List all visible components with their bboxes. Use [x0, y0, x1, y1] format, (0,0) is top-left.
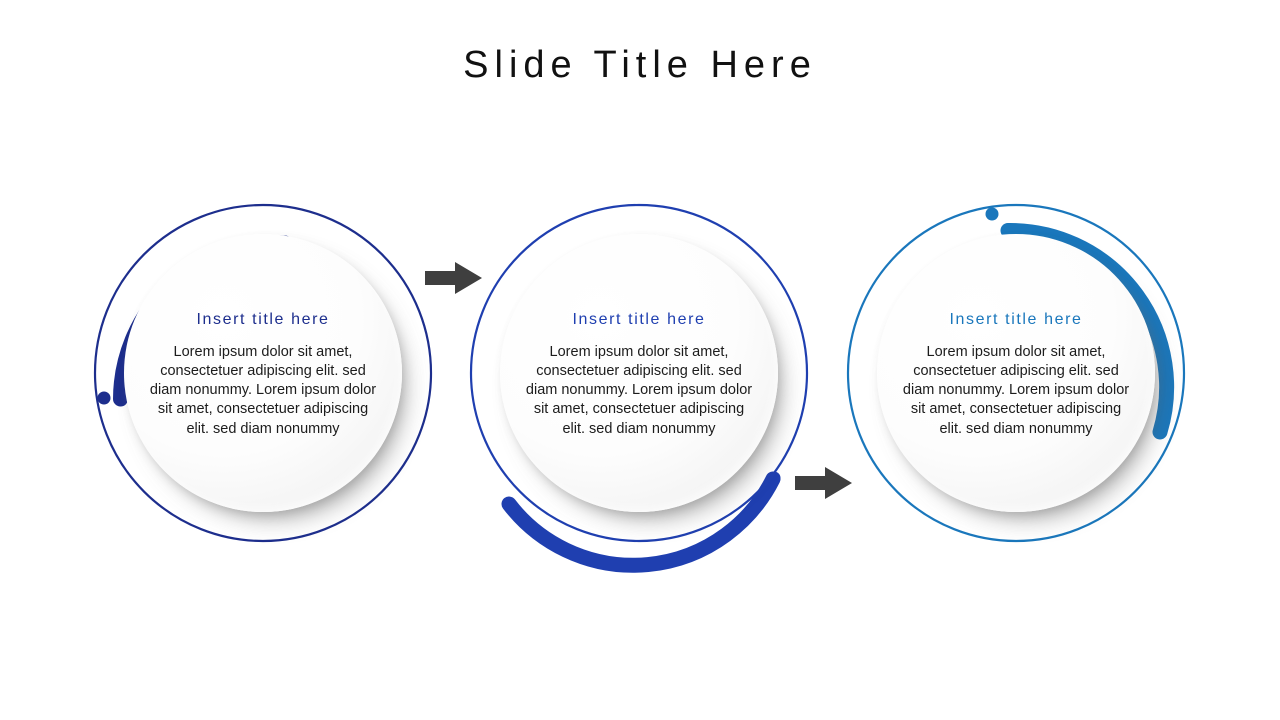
step-2-content: Insert title here Lorem ipsum dolor sit …: [519, 307, 759, 439]
step-2-body: Lorem ipsum dolor sit amet, consectetuer…: [525, 343, 753, 437]
step-2-arc-dot: [767, 471, 781, 485]
step-3-disc: Insert title here Lorem ipsum dolor sit …: [877, 234, 1155, 512]
step-3-body: Lorem ipsum dolor sit amet, consectetuer…: [902, 343, 1130, 437]
step-3-arc-dot: [985, 207, 999, 221]
step-1-arc-dot: [97, 391, 111, 405]
step-2-disc: Insert title here Lorem ipsum dolor sit …: [500, 234, 778, 512]
step-circle-2[interactable]: Insert title here Lorem ipsum dolor sit …: [469, 203, 809, 573]
step-1-thin-ring: [93, 203, 433, 543]
step-circle-3[interactable]: Insert title here Lorem ipsum dolor sit …: [846, 203, 1186, 543]
arrow-right-icon: [425, 262, 482, 294]
step-3-title: Insert title here: [949, 311, 1083, 328]
flow-arrow-2-3: [795, 466, 853, 500]
step-circle-1[interactable]: Insert title here Lorem ipsum dolor sit …: [93, 203, 433, 543]
step-3-thin-ring: [846, 203, 1186, 543]
page-title: Slide Title Here: [463, 44, 817, 86]
step-1-title: Insert title here: [196, 311, 330, 328]
step-1-content: Insert title here Lorem ipsum dolor sit …: [143, 307, 383, 439]
step-2-thin-ring: [469, 203, 809, 543]
step-1-disc: Insert title here Lorem ipsum dolor sit …: [124, 234, 402, 512]
step-3-rings: [846, 203, 1186, 543]
step-2-title: Insert title here: [572, 311, 706, 328]
flow-arrow-1-2: [425, 261, 483, 295]
step-2-rings: [469, 203, 809, 573]
arrow-right-icon: [795, 467, 852, 499]
step-3-accent-arc: [1000, 222, 1175, 440]
step-3-content: Insert title here Lorem ipsum dolor sit …: [896, 307, 1136, 439]
step-2-accent-arc: [501, 471, 781, 573]
step-1-body: Lorem ipsum dolor sit amet, consectetuer…: [149, 343, 377, 437]
